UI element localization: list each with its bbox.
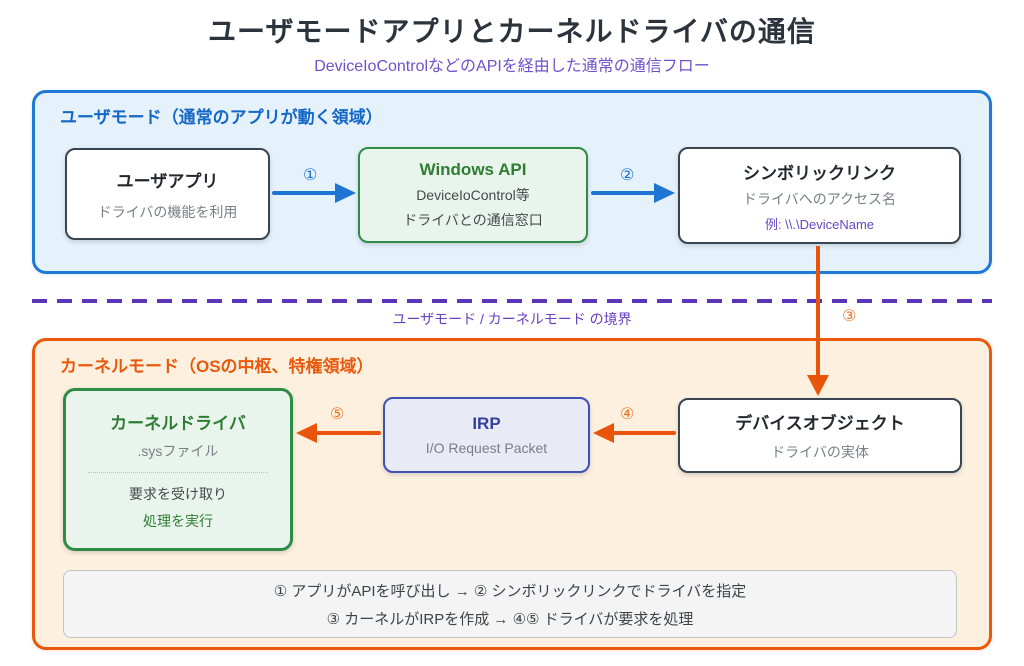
device-object-title: デバイスオブジェクト [735, 414, 905, 433]
windows-api-line2: ドライバとの通信窓口 [403, 212, 543, 228]
device-object-desc: ドライバの実体 [771, 444, 869, 460]
node-irp: IRP I/O Request Packet [383, 397, 590, 473]
windows-api-title: Windows API [419, 160, 527, 179]
flow-summary-line2: ③ カーネルがIRPを作成 → ④⑤ ドライバが要求を処理 [326, 610, 694, 628]
kernel-driver-divider [88, 471, 268, 473]
node-kernel-driver: カーネルドライバ .sysファイル 要求を受け取り 処理を実行 [63, 388, 293, 551]
page-title: ユーザモードアプリとカーネルドライバの通信 [208, 16, 816, 47]
arrow-1-line [272, 191, 336, 195]
symbolic-link-example: 例: \\.\DeviceName [764, 216, 875, 232]
step-5-badge: ⑤ [330, 406, 345, 423]
mode-boundary-label: ユーザモード / カーネルモード の境界 [392, 311, 632, 327]
user-app-title: ユーザアプリ [116, 171, 219, 191]
symbolic-link-desc: ドライバへのアクセス名 [742, 190, 897, 207]
arrow-right-icon [654, 183, 675, 203]
mode-boundary-dashed-line [32, 299, 992, 303]
step-2-badge: ② [620, 167, 635, 184]
kernel-driver-line1: 要求を受け取り [129, 485, 227, 502]
kernel-mode-label: カーネルモード（OSの中枢、特権領域） [60, 357, 374, 376]
arrow-down-icon [807, 375, 829, 396]
step-4-badge: ④ [620, 406, 635, 423]
page-subtitle: DeviceIoControlなどのAPIを経由した通常の通信フロー [314, 58, 710, 75]
node-user-app: ユーザアプリ ドライバの機能を利用 [65, 148, 270, 240]
flow-summary-line1: ① アプリがAPIを呼び出し → ② シンボリックリンクでドライバを指定 [273, 582, 747, 600]
step-3-badge: ③ [842, 308, 857, 325]
flow-summary-box: ① アプリがAPIを呼び出し → ② シンボリックリンクでドライバを指定 ③ カ… [63, 570, 957, 638]
arrow-5-line [316, 431, 381, 435]
arrow-3-line [816, 246, 820, 378]
node-symbolic-link: シンボリックリンク ドライバへのアクセス名 例: \\.\DeviceName [678, 147, 961, 244]
windows-api-line1: DeviceIoControl等 [416, 187, 530, 203]
kernel-driver-desc: .sysファイル [137, 442, 219, 459]
kernel-driver-title: カーネルドライバ [110, 413, 246, 433]
irp-title: IRP [472, 414, 501, 433]
node-device-object: デバイスオブジェクト ドライバの実体 [678, 398, 962, 473]
kernel-driver-line2: 処理を実行 [143, 512, 213, 529]
node-windows-api: Windows API DeviceIoControl等 ドライバとの通信窓口 [358, 147, 588, 243]
arrow-left-icon [296, 423, 317, 443]
arrow-2-line [591, 191, 655, 195]
symbolic-link-title: シンボリックリンク [743, 163, 896, 183]
irp-desc: I/O Request Packet [425, 440, 548, 456]
arrow-left-icon [593, 423, 614, 443]
arrow-4-line [613, 431, 676, 435]
step-1-badge: ① [303, 167, 318, 184]
user-mode-label: ユーザモード（通常のアプリが動く領域） [60, 108, 383, 127]
arrow-right-icon [335, 183, 356, 203]
user-app-desc: ドライバの機能を利用 [97, 203, 238, 220]
